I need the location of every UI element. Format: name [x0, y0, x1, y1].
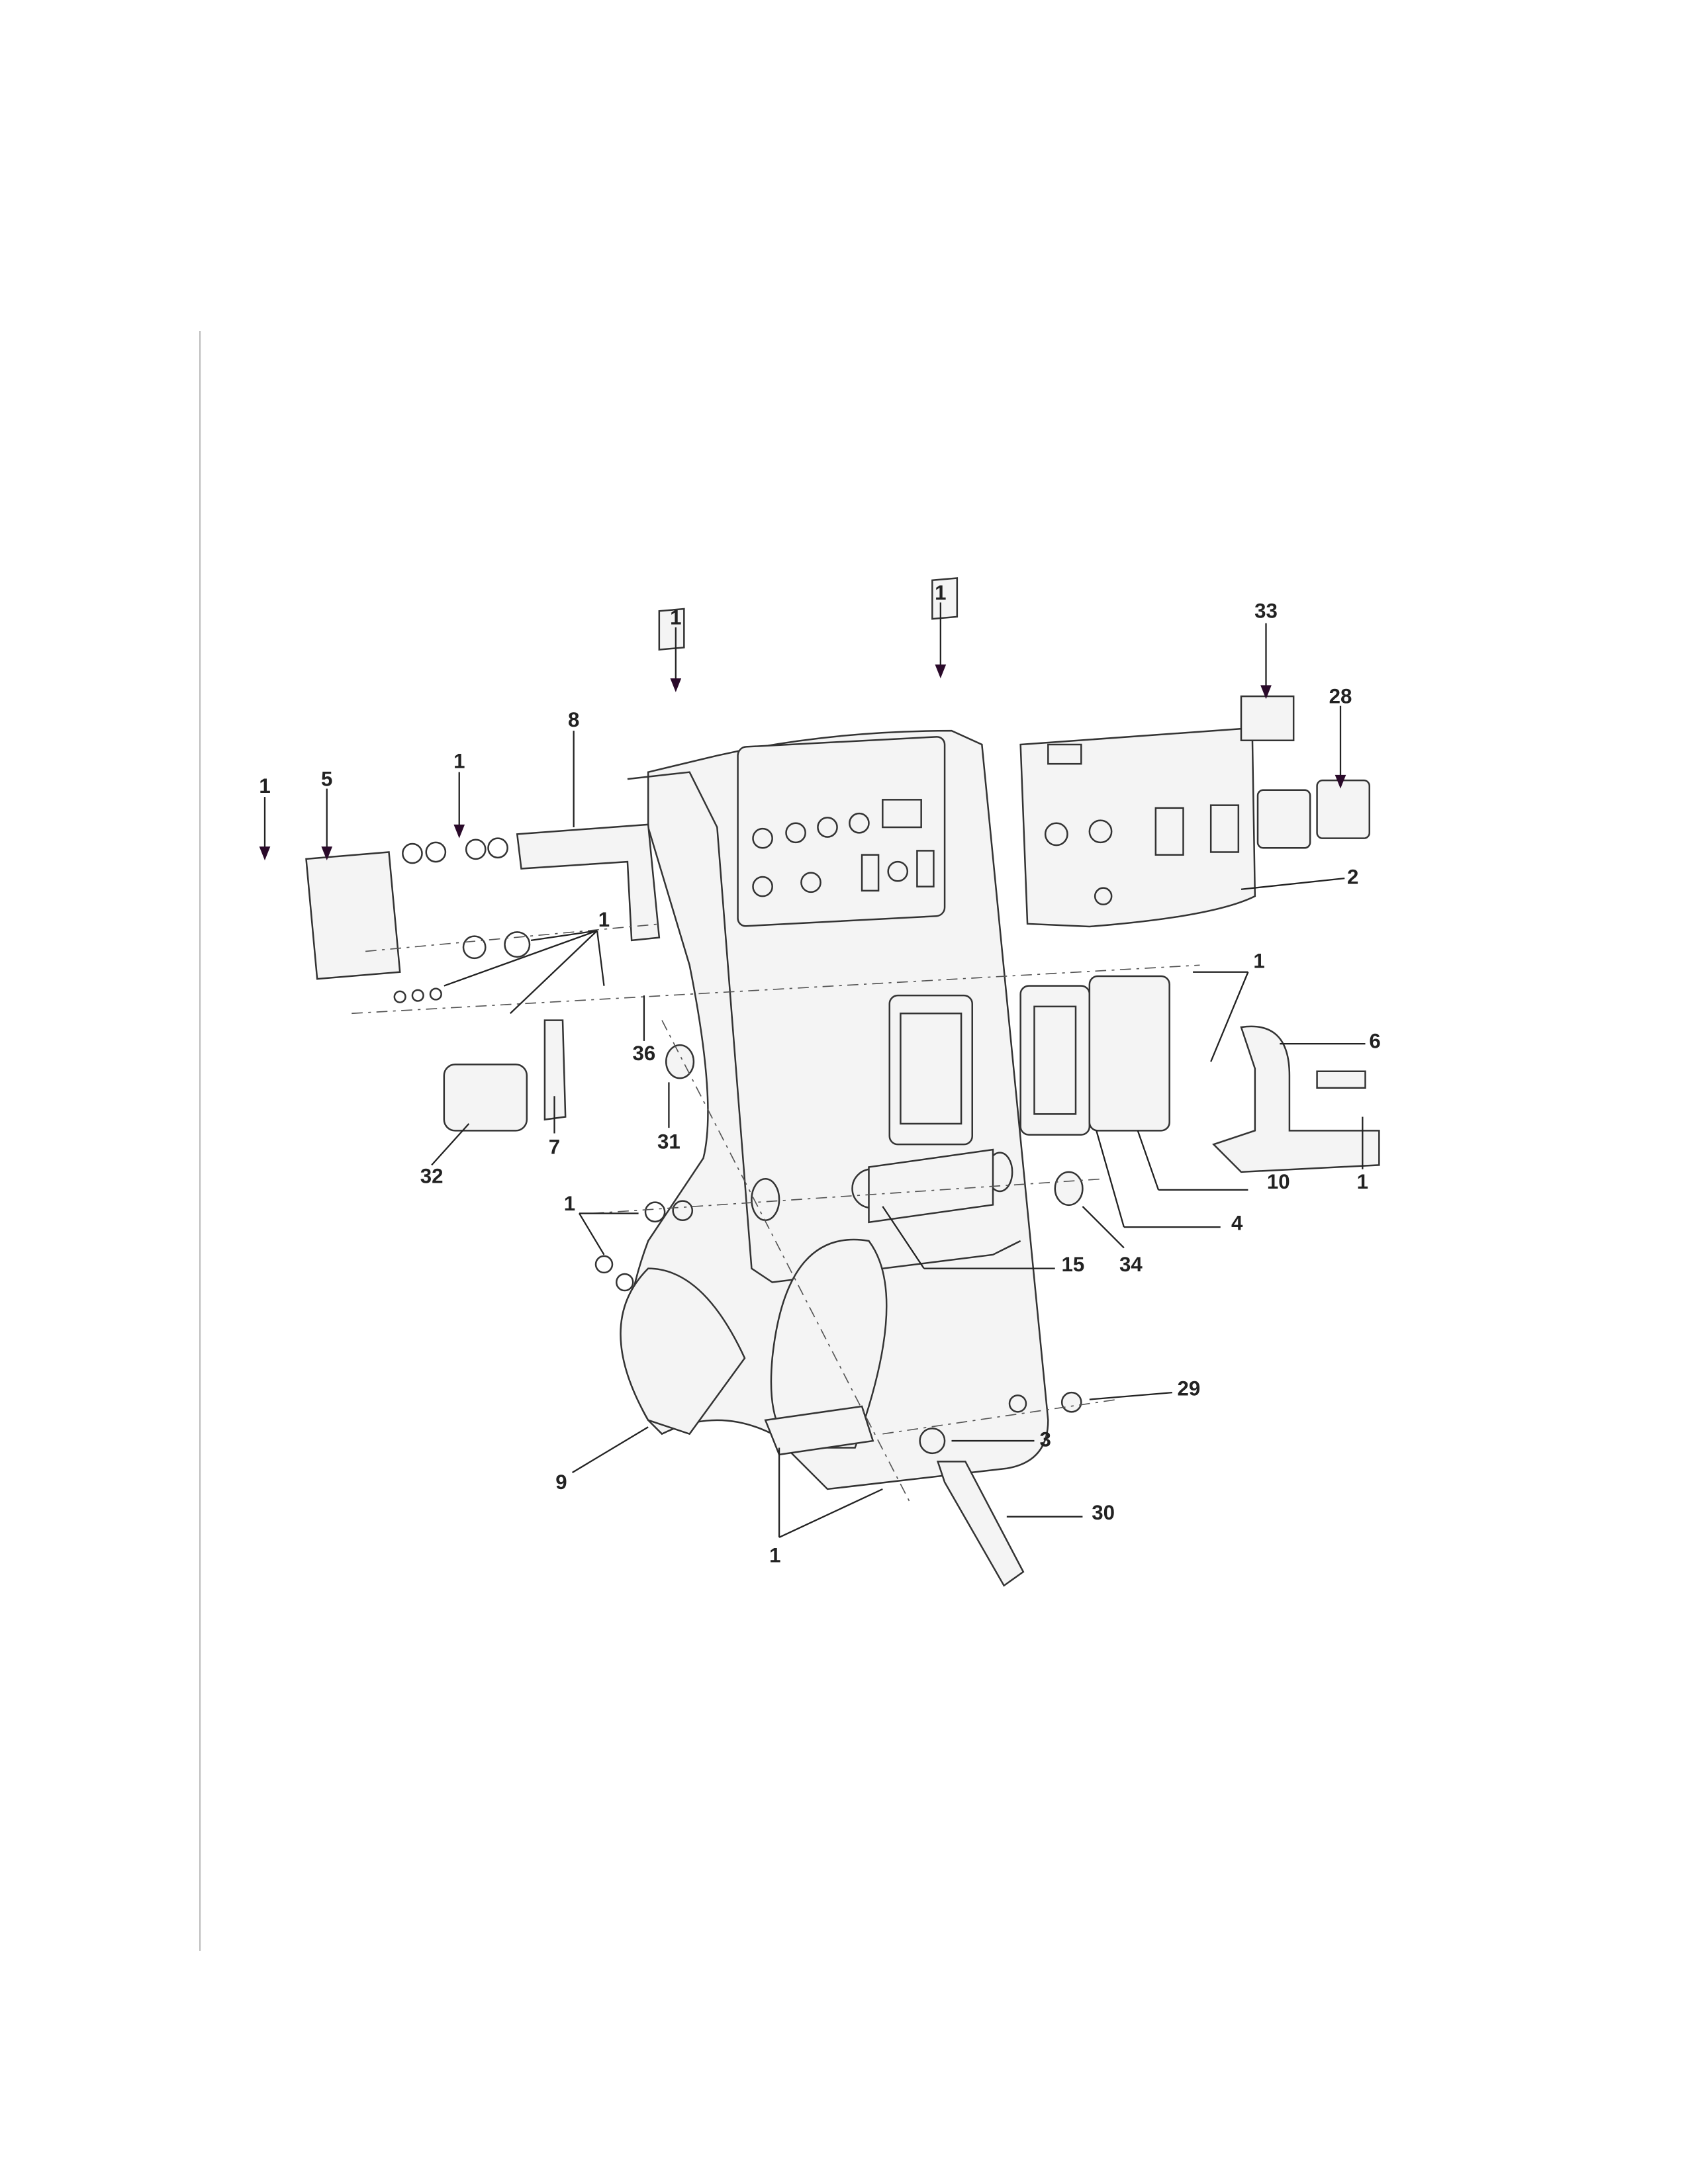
callout: 4 — [1231, 1211, 1243, 1234]
callout: 8 — [568, 708, 579, 731]
gasket-4 — [1019, 985, 1091, 1136]
console-housing — [620, 729, 1049, 1490]
callout: 30 — [1092, 1501, 1115, 1524]
callout: 31 — [657, 1130, 680, 1153]
callout-labels: 1 1 33 28 8 5 1 1 1 2 1 6 36 31 7 32 10 … — [259, 581, 1380, 1567]
callout: 36 — [633, 1042, 656, 1065]
clamp — [764, 1405, 874, 1456]
callout: 1 — [598, 908, 610, 931]
callout: 15 — [1061, 1253, 1084, 1276]
callout: 1 — [1253, 950, 1264, 973]
callout: 5 — [321, 768, 332, 791]
rocker-switches — [1240, 695, 1370, 849]
callout: 33 — [1254, 599, 1278, 622]
leader-lines — [259, 602, 1366, 1538]
handle-30 — [936, 1461, 1025, 1587]
callout: 1 — [935, 581, 946, 604]
bolt — [1316, 1070, 1366, 1089]
grommet-31 — [665, 1044, 695, 1079]
bracket-8 — [516, 823, 661, 942]
cover-10 — [1088, 975, 1170, 1132]
callout: 1 — [453, 749, 465, 772]
callout: 6 — [1369, 1029, 1380, 1052]
callout: 32 — [420, 1165, 444, 1188]
strap-7 — [543, 1019, 567, 1121]
callout: 10 — [1267, 1170, 1290, 1193]
callout: 28 — [1329, 685, 1352, 708]
callout: 29 — [1177, 1377, 1200, 1400]
callout: 1 — [259, 774, 270, 797]
capacitor-32 — [443, 1064, 528, 1132]
panel-holes — [752, 799, 935, 897]
callout: 34 — [1119, 1253, 1143, 1276]
callout: 9 — [555, 1471, 567, 1494]
callout: 7 — [549, 1136, 560, 1159]
callout: 1 — [670, 606, 681, 629]
callout: 1 — [1357, 1170, 1368, 1193]
hose-elbow — [1212, 1025, 1380, 1173]
callout: 1 — [769, 1543, 780, 1567]
callout: 1 — [564, 1192, 575, 1215]
decal-panel — [1019, 727, 1256, 928]
callout: 3 — [1039, 1428, 1051, 1451]
plate-5 — [305, 851, 401, 980]
plug-34 — [1054, 1171, 1084, 1206]
callout: 2 — [1347, 865, 1358, 888]
washers — [393, 837, 694, 1292]
